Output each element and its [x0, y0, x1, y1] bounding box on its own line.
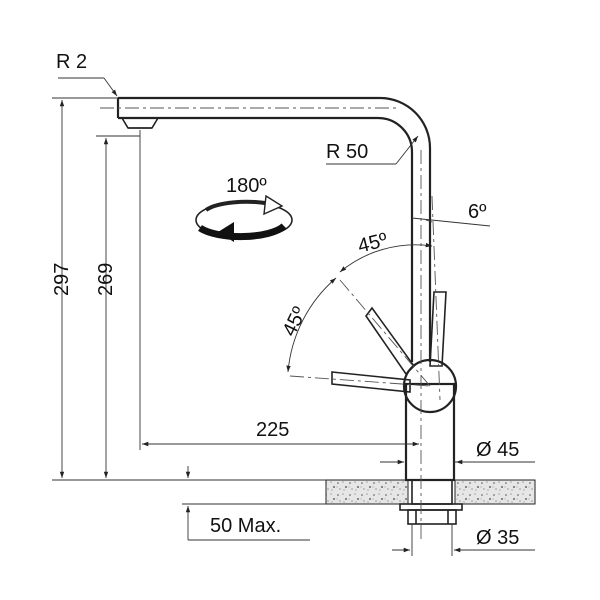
label-body-diameter: Ø 45 — [476, 439, 519, 461]
label-lever-angle-upper: 45º — [356, 229, 391, 258]
label-reach: 225 — [256, 419, 289, 441]
label-bend-radius: R 50 — [326, 141, 368, 163]
labels: R 2 R 50 180º 6º 45º 45º 297 269 225 Ø 4… — [51, 51, 519, 549]
label-lever-angle-lower: 45º — [278, 303, 311, 340]
label-total-height: 297 — [51, 263, 73, 296]
lever-vertical — [429, 291, 447, 367]
dimensions — [52, 77, 535, 556]
label-max-thickness: 50 Max. — [210, 515, 281, 537]
lever-45deg — [365, 306, 416, 376]
label-rotation: 180º — [226, 175, 267, 197]
label-corner-radius: R 2 — [56, 51, 87, 73]
rotation-symbol — [195, 194, 293, 242]
label-tilt-angle: 6º — [468, 201, 487, 223]
lever-horizontal — [331, 371, 411, 393]
label-hole-diameter: Ø 35 — [476, 527, 519, 549]
faucet — [100, 96, 463, 540]
label-spout-height: 269 — [95, 263, 117, 296]
countertop — [325, 479, 536, 505]
